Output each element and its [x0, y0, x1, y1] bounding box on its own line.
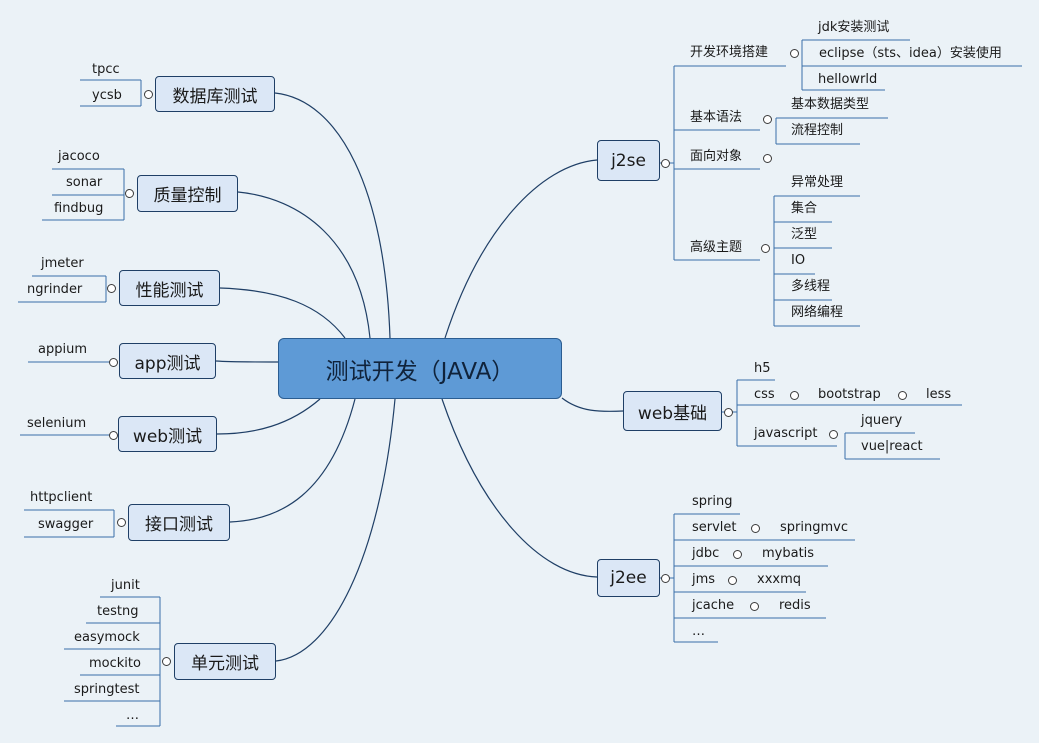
javascript-collapse-toggle[interactable] [829, 430, 838, 439]
redis-item[interactable]: redis [779, 598, 811, 613]
dev-env-collapse-toggle[interactable] [790, 49, 799, 58]
jms-collapse-toggle[interactable] [728, 576, 737, 585]
dev-env-item-1[interactable]: eclipse（sts、idea）安装使用 [819, 46, 1002, 61]
less-item[interactable]: less [926, 387, 952, 402]
root-topic[interactable]: 测试开发（JAVA） [278, 338, 562, 399]
jdbc-item[interactable]: jdbc [692, 546, 720, 561]
advanced-item-1[interactable]: 集合 [791, 201, 818, 216]
advanced-item-0[interactable]: 异常处理 [791, 175, 844, 190]
web-basics-collapse-toggle[interactable] [724, 408, 733, 417]
unit-item-2[interactable]: easymock [74, 630, 140, 645]
j2se-node[interactable]: j2se [597, 140, 660, 181]
h5-item[interactable]: h5 [754, 361, 771, 376]
quality-control-collapse-toggle[interactable] [125, 189, 134, 198]
css-collapse-toggle[interactable] [790, 391, 799, 400]
dev-env-item-2[interactable]: hellowrld [818, 72, 878, 87]
vue-react-item[interactable]: vue|react [861, 439, 923, 454]
oop-node[interactable]: 面向对象 [690, 149, 743, 164]
unit-item-0[interactable]: junit [111, 578, 140, 593]
database-test-collapse-toggle[interactable] [144, 90, 153, 99]
dev-env-node[interactable]: 开发环境搭建 [690, 45, 769, 60]
jms-item[interactable]: jms [692, 572, 716, 587]
bootstrap-item[interactable]: bootstrap [818, 387, 881, 402]
jcache-collapse-toggle[interactable] [750, 602, 759, 611]
quality-item-1[interactable]: sonar [66, 175, 103, 190]
web-test-node[interactable]: web测试 [118, 416, 217, 452]
spring-item[interactable]: spring [692, 494, 733, 509]
web-test-collapse-toggle[interactable] [109, 431, 118, 440]
performance-test-node[interactable]: 性能测试 [119, 270, 220, 306]
mybatis-item[interactable]: mybatis [762, 546, 815, 561]
api-item-1[interactable]: swagger [38, 517, 94, 532]
quality-control-node[interactable]: 质量控制 [137, 175, 238, 212]
j2ee-collapse-toggle[interactable] [661, 574, 670, 583]
database-item-0[interactable]: tpcc [92, 62, 120, 77]
quality-item-2[interactable]: findbug [54, 201, 104, 216]
advanced-item-5[interactable]: 网络编程 [791, 305, 844, 320]
css-item[interactable]: css [754, 387, 775, 402]
j2ee-node[interactable]: j2ee [597, 559, 660, 597]
database-test-node[interactable]: 数据库测试 [155, 76, 275, 112]
dev-env-item-0[interactable]: jdk安装测试 [818, 20, 890, 35]
web-test-item-0[interactable]: selenium [27, 416, 87, 431]
performance-item-0[interactable]: jmeter [41, 256, 84, 271]
servlet-collapse-toggle[interactable] [751, 524, 760, 533]
web-basics-node[interactable]: web基础 [623, 391, 722, 431]
advanced-item-4[interactable]: 多线程 [791, 279, 831, 294]
basic-syntax-item-0[interactable]: 基本数据类型 [791, 97, 870, 112]
unit-item-4[interactable]: springtest [74, 682, 140, 697]
app-test-collapse-toggle[interactable] [109, 358, 118, 367]
j2se-collapse-toggle[interactable] [661, 159, 670, 168]
javascript-item[interactable]: javascript [754, 426, 818, 441]
xxxmq-item[interactable]: xxxmq [757, 572, 801, 587]
advanced-item-2[interactable]: 泛型 [791, 227, 818, 242]
jquery-item[interactable]: jquery [861, 413, 903, 428]
app-test-node[interactable]: app测试 [119, 343, 216, 379]
advanced-collapse-toggle[interactable] [761, 244, 770, 253]
api-item-0[interactable]: httpclient [30, 490, 93, 505]
advanced-node[interactable]: 高级主题 [690, 240, 743, 255]
jdbc-collapse-toggle[interactable] [733, 550, 742, 559]
quality-item-0[interactable]: jacoco [58, 149, 100, 164]
basic-syntax-node[interactable]: 基本语法 [690, 110, 743, 125]
unit-test-node[interactable]: 单元测试 [174, 643, 276, 680]
basic-syntax-item-1[interactable]: 流程控制 [791, 123, 844, 138]
advanced-item-3[interactable]: IO [791, 253, 806, 268]
unit-item-1[interactable]: testng [97, 604, 139, 619]
performance-test-collapse-toggle[interactable] [107, 284, 116, 293]
api-test-collapse-toggle[interactable] [117, 518, 126, 527]
api-test-node[interactable]: 接口测试 [128, 504, 230, 541]
j2ee-more-item[interactable]: … [692, 624, 705, 639]
bootstrap-collapse-toggle[interactable] [898, 391, 907, 400]
unit-item-5[interactable]: … [126, 708, 139, 723]
basic-syntax-collapse-toggle[interactable] [763, 115, 772, 124]
servlet-item[interactable]: servlet [692, 520, 737, 535]
oop-collapse-toggle[interactable] [763, 154, 772, 163]
unit-test-collapse-toggle[interactable] [162, 657, 171, 666]
unit-item-3[interactable]: mockito [89, 656, 141, 671]
springmvc-item[interactable]: springmvc [780, 520, 848, 535]
jcache-item[interactable]: jcache [692, 598, 735, 613]
database-item-1[interactable]: ycsb [92, 88, 122, 103]
app-item-0[interactable]: appium [38, 342, 87, 357]
performance-item-1[interactable]: ngrinder [27, 282, 83, 297]
